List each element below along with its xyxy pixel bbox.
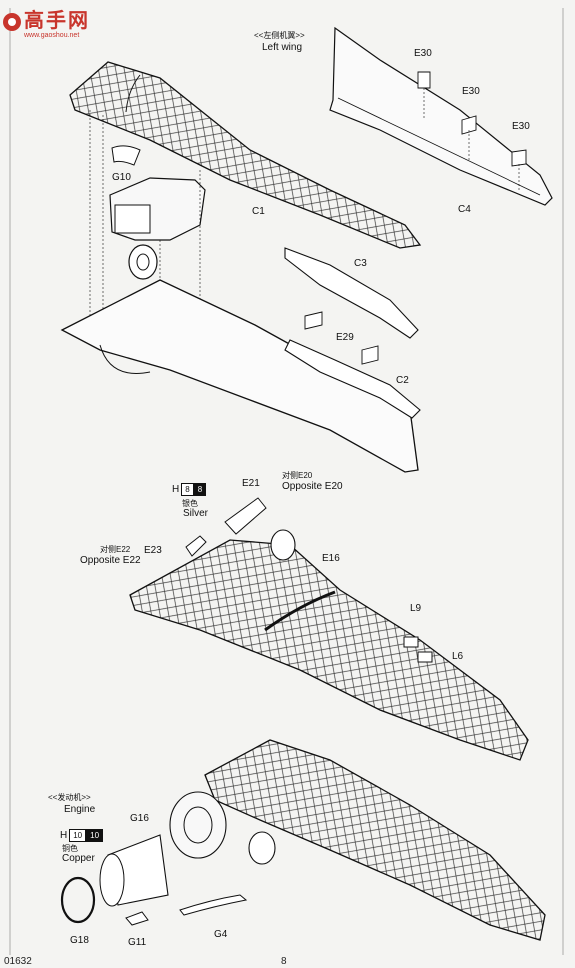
part-e16-shape xyxy=(264,590,336,632)
copper-cn: 铜色 xyxy=(62,844,78,853)
opposite-e22-en: Opposite E22 xyxy=(80,555,141,566)
swatch-code-1: 8 xyxy=(181,483,194,496)
guide-lines-c4 xyxy=(423,88,520,190)
wing-upper-c1 xyxy=(69,61,422,249)
gear-wheel-bottom xyxy=(248,831,276,865)
label-c2: C2 xyxy=(396,375,409,386)
label-c3: C3 xyxy=(354,258,367,269)
label-e30-b: E30 xyxy=(462,86,480,97)
engine-title-en: Engine xyxy=(64,804,96,815)
engine-assembly xyxy=(60,791,227,924)
swatch-code-2-copper: 10 xyxy=(86,829,104,842)
flap-c2-shape xyxy=(284,339,421,419)
part-g10-shape xyxy=(111,145,141,166)
watermark-logo: 高手网 www.gaoshou.net xyxy=(2,2,94,46)
part-l9-shape xyxy=(403,636,419,648)
label-e16: E16 xyxy=(322,553,340,564)
silver-en: Silver xyxy=(183,508,209,519)
footer-code: 01632 xyxy=(4,956,32,967)
part-g11-shape xyxy=(125,911,149,926)
swatch-code-1-copper: 10 xyxy=(69,829,87,842)
label-g4: G4 xyxy=(214,929,228,940)
e29-brackets xyxy=(304,311,379,365)
flap-c3-shape xyxy=(284,247,419,339)
color-swatch-silver: H 8 8 xyxy=(172,483,207,496)
silver-cn: 银色 xyxy=(182,499,198,508)
label-g18: G18 xyxy=(70,935,89,946)
label-e29: E29 xyxy=(336,332,354,343)
page-number: 8 xyxy=(281,956,287,967)
opposite-e20-en: Opposite E20 xyxy=(282,481,343,492)
label-g16: G16 xyxy=(130,813,149,824)
swatch-prefix-copper: H xyxy=(60,830,68,841)
watermark-brand: 高手网 xyxy=(24,10,90,32)
label-l9: L9 xyxy=(410,603,422,614)
watermark-icon xyxy=(3,13,21,31)
label-e21: E21 xyxy=(242,478,260,489)
label-e30-a: E30 xyxy=(414,48,432,59)
flap-c4 xyxy=(329,26,553,206)
part-e21-shape xyxy=(224,497,267,535)
copper-en: Copper xyxy=(62,853,95,864)
label-g11: G11 xyxy=(128,937,147,948)
part-g4-shape xyxy=(179,894,248,916)
nacelle-assembly xyxy=(109,177,206,280)
label-l6: L6 xyxy=(452,651,464,662)
part-e23-shape xyxy=(185,535,207,557)
wing-bottom xyxy=(204,739,546,941)
watermark-site: www.gaoshou.net xyxy=(24,32,80,39)
opposite-e22-cn: 对侧E22 xyxy=(100,545,131,554)
opposite-e20-cn: 对侧E20 xyxy=(282,471,313,480)
left-wing-title-en: Left wing xyxy=(262,42,303,53)
label-e23: E23 xyxy=(144,545,162,556)
wing-lower-skin xyxy=(60,279,419,473)
swatch-code-2: 8 xyxy=(193,483,207,496)
wing-middle xyxy=(129,539,529,761)
label-g10: G10 xyxy=(112,172,131,183)
part-l6-shape xyxy=(417,651,433,663)
label-c4: C4 xyxy=(458,204,471,215)
label-c1: C1 xyxy=(252,206,265,217)
color-swatch-copper: H 10 10 xyxy=(60,829,104,842)
swatch-prefix: H xyxy=(172,484,180,495)
left-wing-title-cn: <<左侧机翼>> xyxy=(254,31,305,40)
label-e30-c: E30 xyxy=(512,121,530,132)
e30-brackets xyxy=(417,71,527,167)
gear-wheel-middle xyxy=(270,529,296,561)
engine-title-cn: <<发动机>> xyxy=(48,793,91,802)
